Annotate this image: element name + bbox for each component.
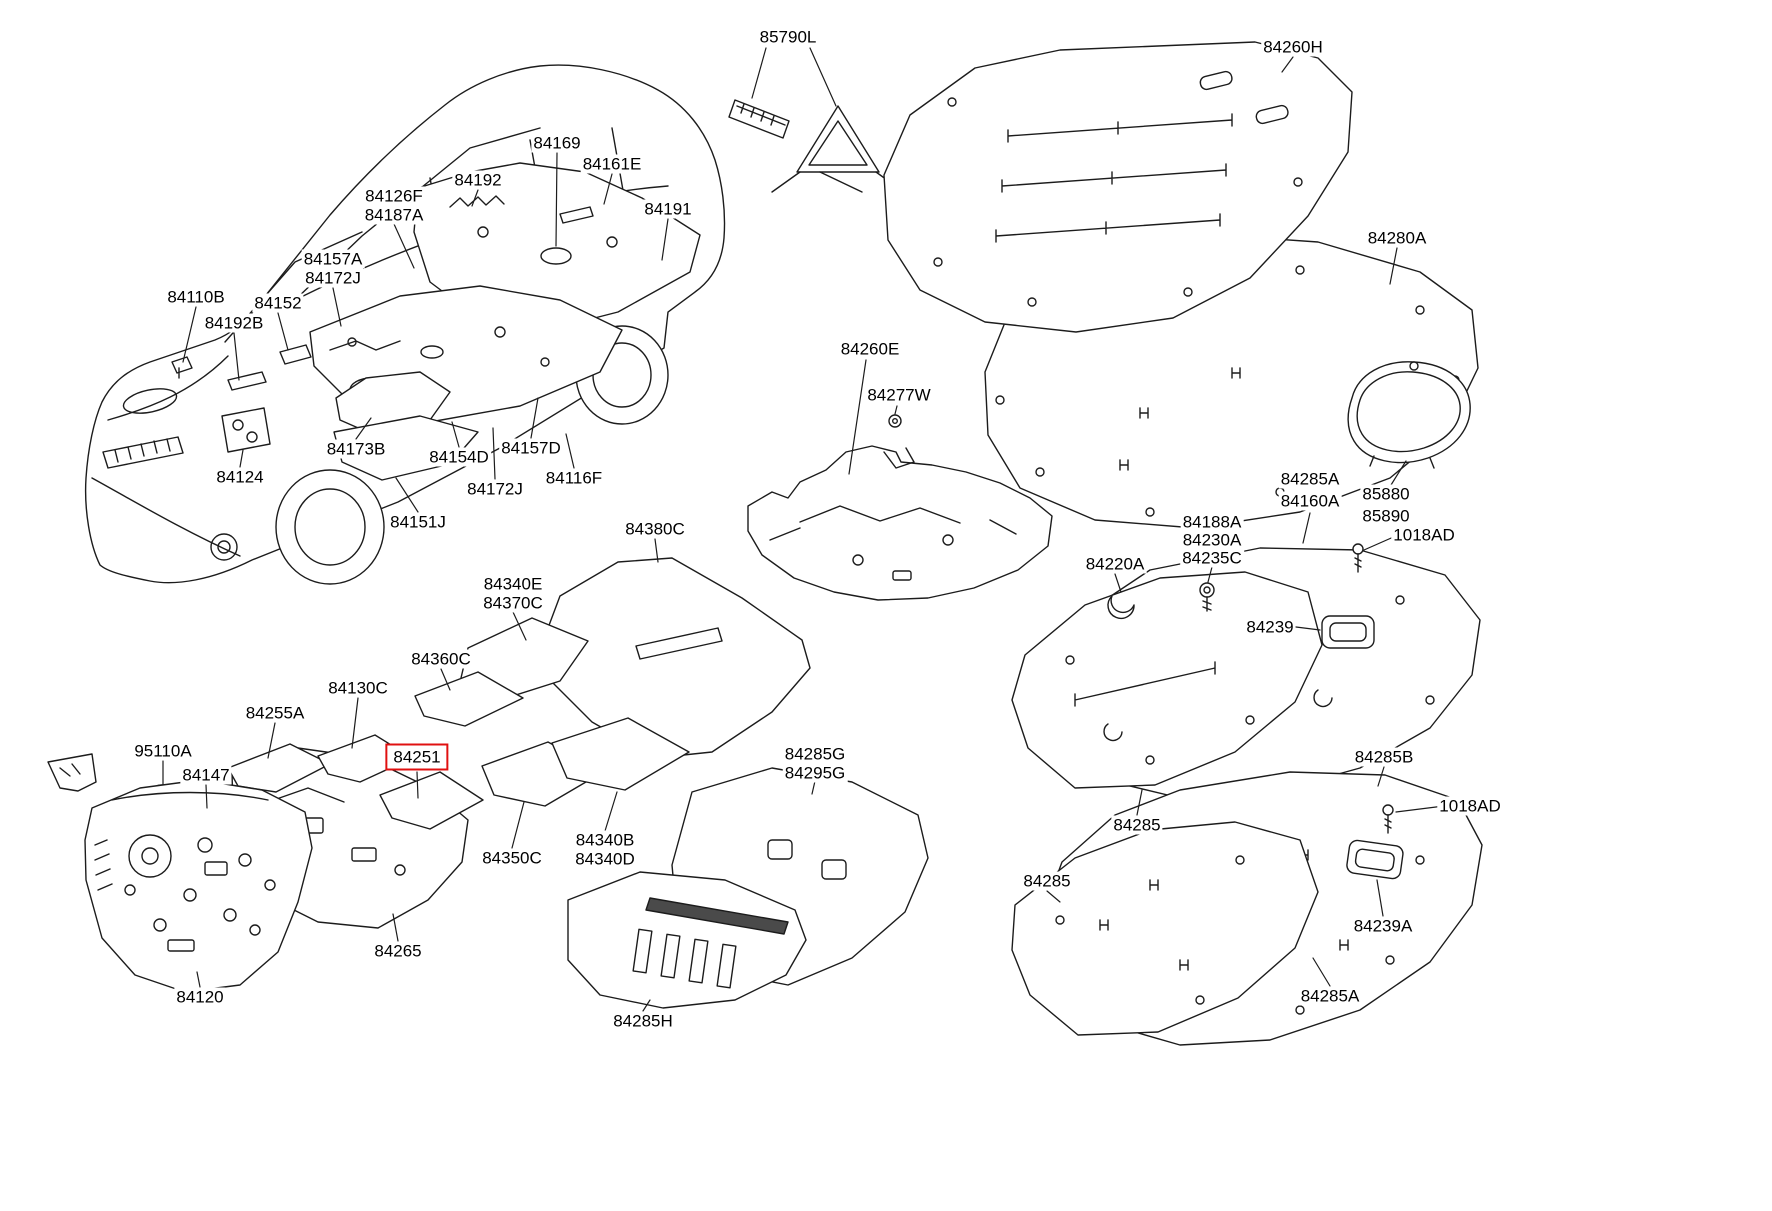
part-label-84260H[interactable]: 84260H [1261,37,1325,57]
mat-84251 [379,771,484,830]
part-label-84239[interactable]: 84239 [1244,617,1296,637]
mat-84360C [414,671,524,727]
part-label-84126F[interactable]: 84126F [363,186,425,206]
part-label-84173B[interactable]: 84173B [324,439,388,459]
fastener-84277W [888,414,902,428]
part-label-84340D[interactable]: 84340D [573,849,637,869]
part-label-84188A[interactable]: 84188A [1180,512,1244,532]
part-label-84160A[interactable]: 84160A [1278,491,1342,511]
part-label-84154D[interactable]: 84154D [427,447,491,467]
mat-84285H [567,871,807,1009]
part-label-84239A[interactable]: 84239A [1351,916,1415,936]
part-label-84220A[interactable]: 84220A [1083,554,1147,574]
part-label-84360C[interactable]: 84360C [409,649,473,669]
part-label-84280A[interactable]: 84280A [1365,228,1429,248]
part-label-84260E[interactable]: 84260E [838,339,902,359]
part-label-84157A[interactable]: 84157A [301,249,365,269]
part-label-84152[interactable]: 84152 [252,293,304,313]
part-label-84169[interactable]: 84169 [531,133,583,153]
warning-triangle-kit [728,99,902,193]
part-label-84285-2[interactable]: 84285 [1021,871,1073,891]
part-label-84157D[interactable]: 84157D [499,438,563,458]
part-label-84277W[interactable]: 84277W [865,385,933,405]
screw-1018AD [1352,543,1364,573]
handle-84239 [1321,615,1375,649]
part-label-84370C[interactable]: 84370C [481,593,545,613]
part-label-84350C[interactable]: 84350C [480,848,544,868]
part-label-84187A[interactable]: 84187A [362,205,426,225]
part-label-84116F[interactable]: 84116F [543,468,605,488]
part-label-84192[interactable]: 84192 [452,170,504,190]
scrap-piece [47,753,97,792]
part-label-85890[interactable]: 85890 [1360,506,1412,526]
part-label-95110A[interactable]: 95110A [132,741,194,761]
part-label-84285A[interactable]: 84285A [1278,469,1342,489]
bolt-84188A [1199,582,1215,612]
part-label-84110B[interactable]: 84110B [165,287,227,307]
part-label-84172J[interactable]: 84172J [303,268,363,288]
part-label-85790L[interactable]: 85790L [757,27,819,47]
part-label-84255A[interactable]: 84255A [243,703,307,723]
part-label-84340E[interactable]: 84340E [481,574,545,594]
carpet-84260E [747,445,1053,601]
mat-84340B [551,717,690,791]
part-label-84265[interactable]: 84265 [372,941,424,961]
part-label-84251[interactable]: 84251 [385,743,449,771]
part-label-84340B[interactable]: 84340B [573,830,637,850]
part-label-1018AD[interactable]: 1018AD [1391,525,1457,545]
handle-84239A [1346,839,1404,880]
part-label-84285A-2[interactable]: 84285A [1298,986,1362,1006]
screw-1018AD-2 [1382,804,1394,834]
panel-84260H [883,41,1353,333]
part-label-84285H[interactable]: 84285H [611,1011,675,1031]
part-label-84124[interactable]: 84124 [214,467,266,487]
clip-84220A [1107,595,1135,620]
part-label-85880[interactable]: 85880 [1360,484,1412,504]
part-label-84230A[interactable]: 84230A [1180,530,1244,550]
part-label-84120[interactable]: 84120 [174,987,226,1007]
part-label-84151J[interactable]: 84151J [388,512,448,532]
part-label-84380C[interactable]: 84380C [623,519,687,539]
part-label-84235C[interactable]: 84235C [1180,548,1244,568]
part-label-84172J-2[interactable]: 84172J [465,479,525,499]
part-label-84147[interactable]: 84147 [180,765,232,785]
part-label-84191[interactable]: 84191 [642,199,694,219]
part-label-84161E[interactable]: 84161E [580,154,644,174]
part-label-84285[interactable]: 84285 [1111,815,1163,835]
part-label-84285G[interactable]: 84285G [782,744,848,764]
leader-lines [162,47,1445,1012]
part-label-1018AD-2[interactable]: 1018AD [1437,796,1503,816]
part-label-84285B[interactable]: 84285B [1352,747,1416,767]
mat-84255A [227,743,331,793]
part-label-84192B[interactable]: 84192B [202,313,266,333]
van-floor-mats [171,162,701,481]
part-85880-85890 [1347,361,1471,469]
part-label-84295G[interactable]: 84295G [782,763,848,783]
part-label-84130C[interactable]: 84130C [326,678,390,698]
